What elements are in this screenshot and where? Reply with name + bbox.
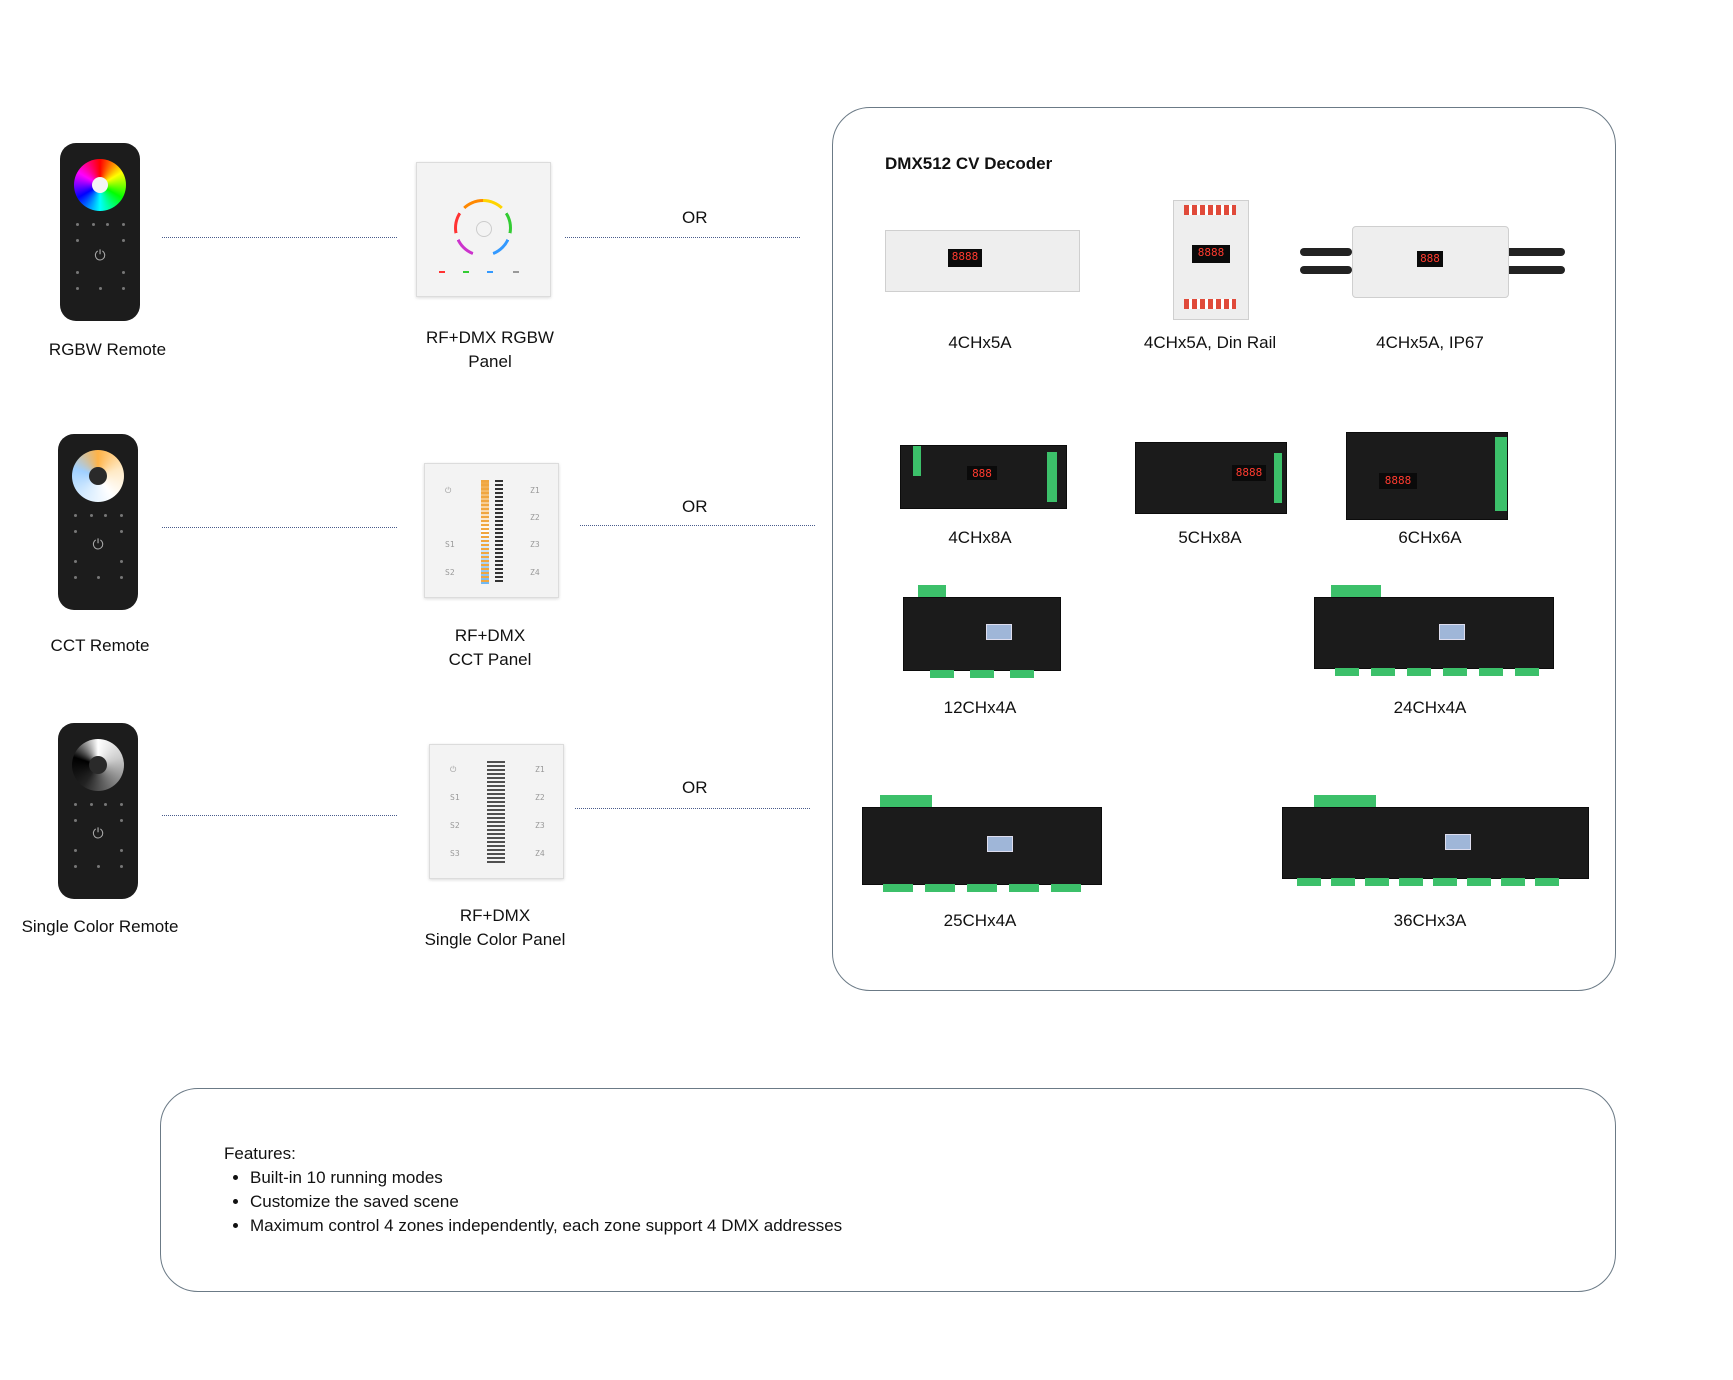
- cable: [1505, 248, 1565, 256]
- decoder-device-image: [1314, 597, 1554, 676]
- decoder-label: 6CHx6A: [1398, 528, 1462, 547]
- terminal-block: [880, 795, 932, 809]
- decoder-device-image: [862, 807, 1102, 892]
- decoder-label: 25CHx4A: [943, 911, 1017, 930]
- terminal-block: [1331, 585, 1381, 599]
- rgbw-remote-image: ⏻: [60, 143, 140, 321]
- terminal-block: [918, 585, 946, 599]
- decoder-label: 4CHx5A, Din Rail: [1143, 333, 1277, 352]
- feature-item: Maximum control 4 zones independently, e…: [250, 1214, 842, 1238]
- power-icon: ⏻: [92, 536, 104, 552]
- decoder-device-image: 8888: [885, 230, 1080, 292]
- connector-line: [575, 808, 810, 809]
- power-icon: ⏻: [94, 247, 106, 263]
- panel-label: RF+DMX CCT Panel: [448, 626, 532, 669]
- decoder-label: 4CHx8A: [948, 528, 1012, 547]
- decoder-label: 5CHx8A: [1178, 528, 1242, 547]
- cable: [1300, 248, 1352, 256]
- features-list: Features: Built-in 10 running modes Cust…: [224, 1142, 842, 1238]
- single-color-remote-image: ⏻: [58, 723, 138, 899]
- connector-line: [162, 527, 397, 528]
- connector-line: [162, 237, 397, 238]
- or-label: OR: [682, 778, 708, 797]
- remote-label: CCT Remote: [50, 636, 150, 655]
- features-frame: [160, 1088, 1616, 1292]
- remote-label: RGBW Remote: [48, 340, 167, 359]
- decoder-device-image: [1282, 807, 1589, 886]
- cct-remote-image: ⏻: [58, 434, 138, 610]
- decoder-device-image: 888: [900, 445, 1067, 509]
- features-heading: Features:: [224, 1144, 296, 1163]
- cable: [1300, 266, 1352, 274]
- decoder-device-image: 8888: [1173, 200, 1249, 320]
- decoder-label: 12CHx4A: [943, 698, 1017, 717]
- feature-item: Built-in 10 running modes: [250, 1166, 842, 1190]
- power-icon: ⏻: [92, 825, 104, 841]
- decoder-device-image: 888: [1352, 226, 1509, 298]
- connector-line: [162, 815, 397, 816]
- decoder-title: DMX512 CV Decoder: [885, 154, 1053, 173]
- rgbw-panel-image: [416, 162, 551, 297]
- decoder-device-image: [903, 597, 1061, 678]
- decoder-label: 4CHx5A, IP67: [1376, 333, 1484, 352]
- connector-line: [580, 525, 815, 526]
- decoder-device-image: 8888: [1135, 442, 1287, 514]
- cable: [1505, 266, 1565, 274]
- decoder-label: 4CHx5A: [948, 333, 1012, 352]
- single-color-panel-image: ⏻ S1 S2 S3 Z1 Z2 Z3 Z4: [429, 744, 564, 879]
- terminal-block: [1314, 795, 1376, 809]
- decoder-label: 36CHx3A: [1393, 911, 1467, 930]
- feature-item: Customize the saved scene: [250, 1190, 842, 1214]
- or-label: OR: [682, 497, 708, 516]
- decoder-label: 24CHx4A: [1393, 698, 1467, 717]
- decoder-device-image: 8888: [1346, 432, 1508, 520]
- remote-label: Single Color Remote: [21, 917, 179, 936]
- panel-label: RF+DMX Single Color Panel: [424, 906, 566, 949]
- connector-line: [565, 237, 800, 238]
- panel-label: RF+DMX RGBW Panel: [426, 328, 554, 371]
- cct-panel-image: ⏻ S2 S1 Z1 Z2 Z3 Z4: [424, 463, 559, 598]
- decoder-frame: [832, 107, 1616, 991]
- or-label: OR: [682, 208, 708, 227]
